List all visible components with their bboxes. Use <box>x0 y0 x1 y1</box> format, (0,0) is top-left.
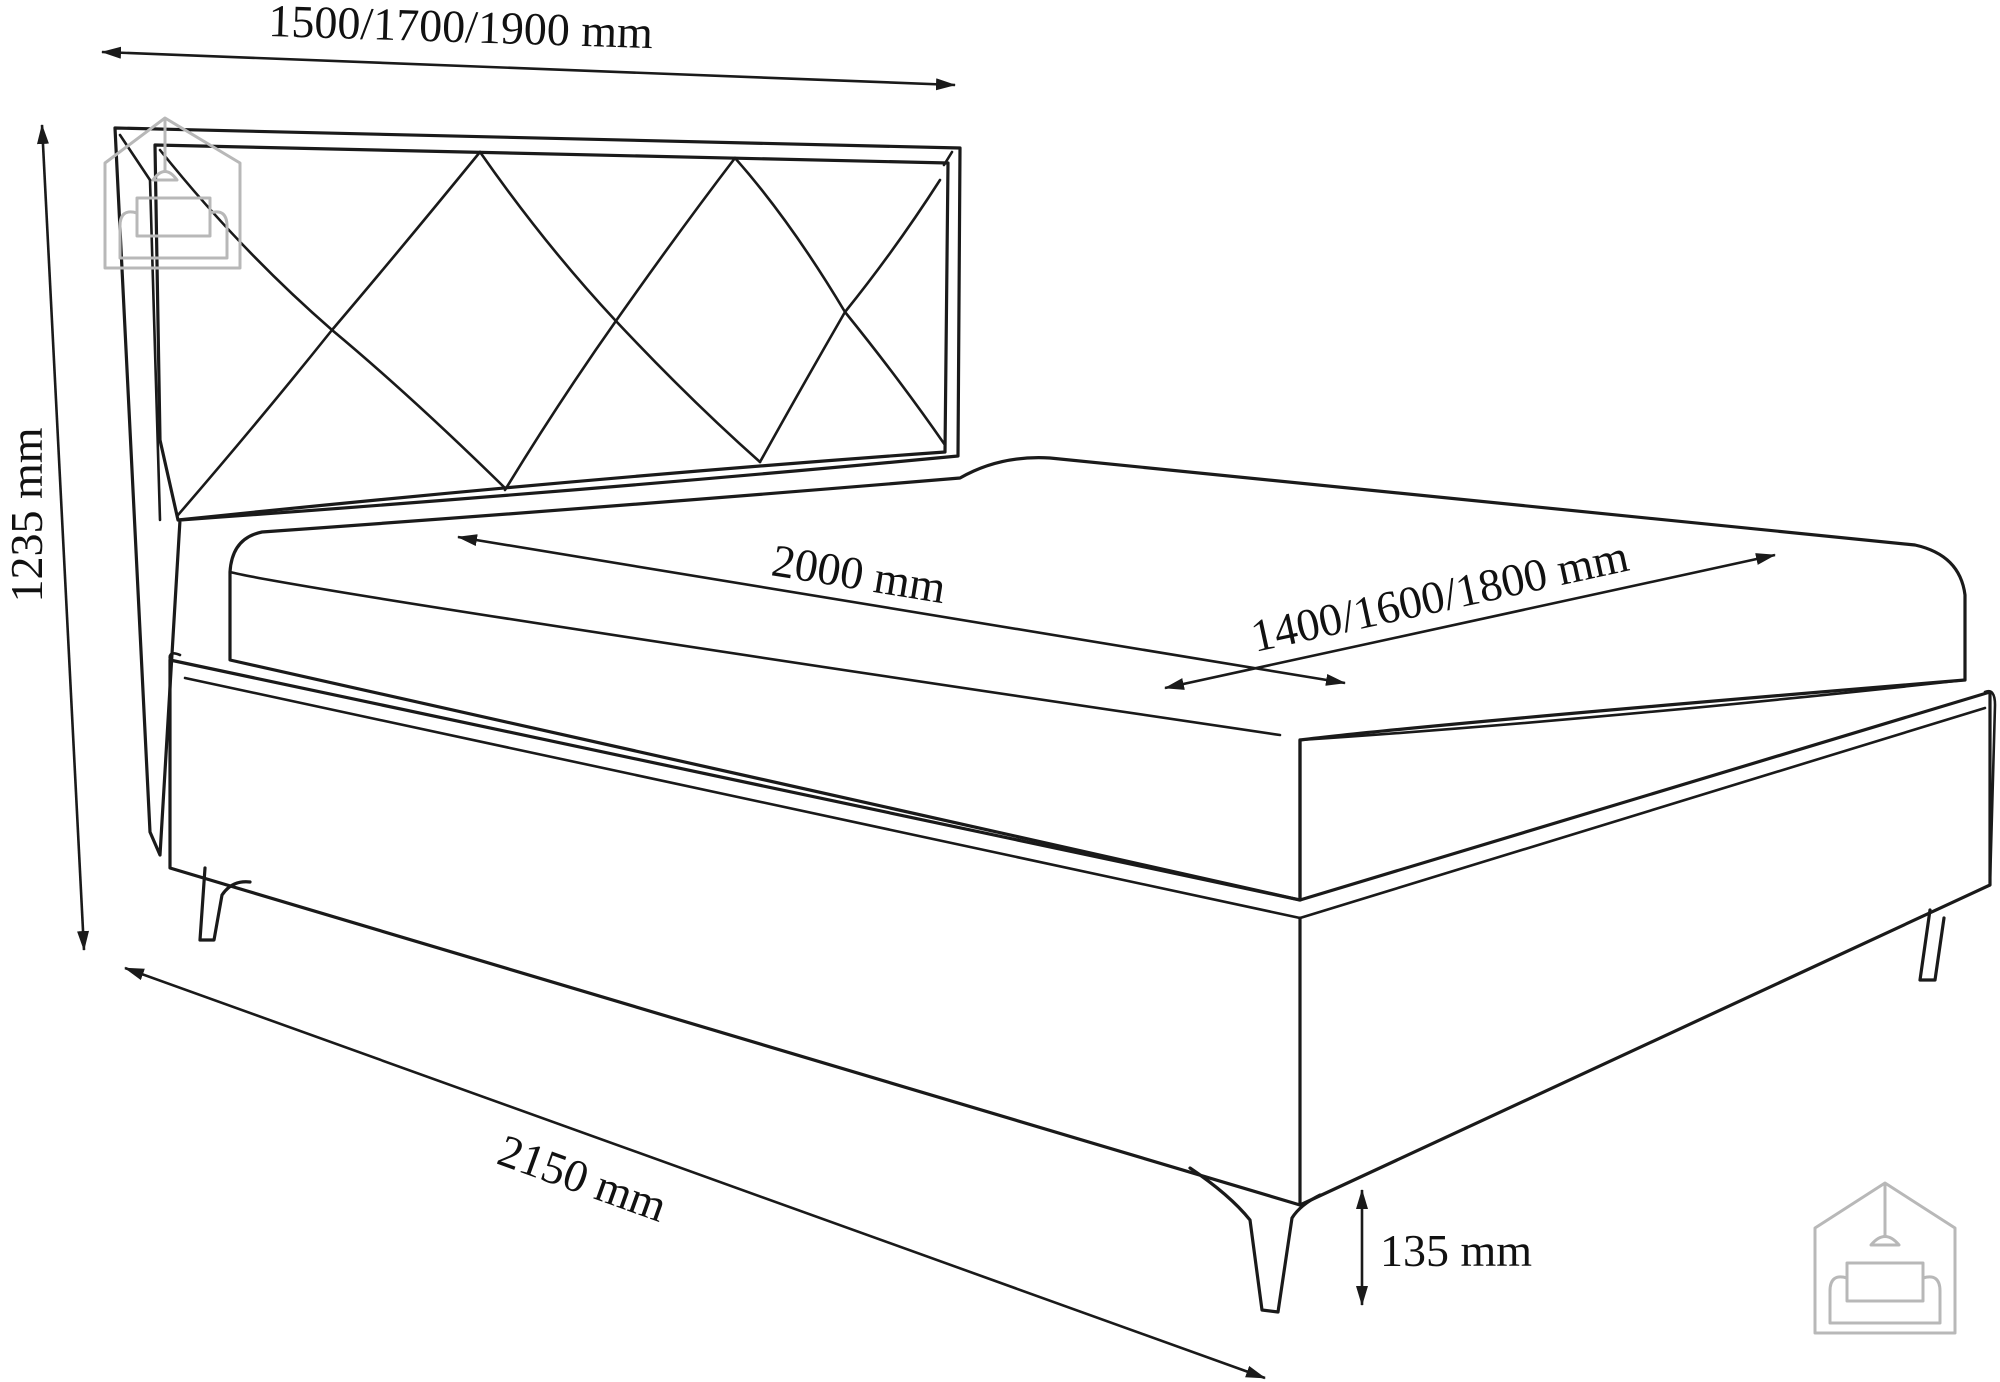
dim-line-total-length <box>124 966 1266 1380</box>
label-leg-height: 135 mm <box>1380 1225 1532 1276</box>
label-headboard-width: 1500/1700/1900 mm <box>268 0 654 58</box>
leg-back-left <box>198 866 252 942</box>
mattress <box>228 456 1967 902</box>
dimension-lines <box>36 46 1776 1380</box>
label-mattress-length: 2000 mm <box>768 535 949 614</box>
headboard-panel <box>153 143 950 522</box>
dim-line-mattress-width <box>1164 553 1776 690</box>
dim-line-total-height <box>36 124 90 951</box>
bed-base <box>168 652 1997 1207</box>
dim-line-headboard-width <box>101 46 956 91</box>
headboard <box>113 126 962 857</box>
home-sofa-logo-icon <box>1813 1181 1957 1335</box>
home-sofa-logo-icon <box>103 116 242 270</box>
label-total-length: 2150 mm <box>492 1124 674 1231</box>
leg-back-right <box>1918 908 1946 982</box>
label-mattress-width: 1400/1600/1800 mm <box>1246 530 1633 662</box>
label-total-height: 1235 mm <box>1 427 52 602</box>
